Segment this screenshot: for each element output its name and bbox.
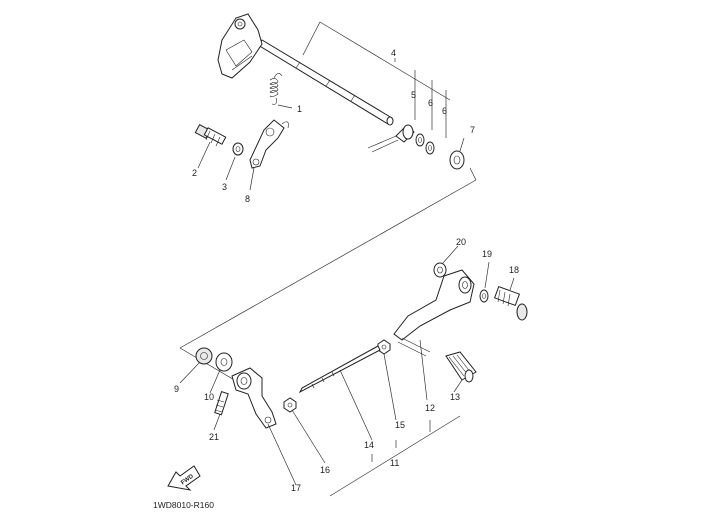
oil-seal-part-7 [449, 150, 465, 170]
callout-14: 14 [364, 440, 374, 450]
fwd-arrow-icon: FWD [167, 465, 201, 491]
washer-part-19 [479, 289, 489, 303]
callout-15: 15 [395, 420, 405, 430]
callout-13: 13 [450, 392, 460, 402]
callout-8: 8 [245, 194, 250, 204]
callout-11: 11 [390, 458, 399, 468]
callout-10: 10 [204, 392, 214, 402]
nut-part-15 [377, 339, 391, 355]
shift-arm-part-17 [231, 367, 277, 429]
callout-5: 5 [411, 90, 416, 100]
nut-part-16 [283, 397, 297, 413]
callout-1: 1 [297, 104, 302, 114]
callout-16: 16 [320, 465, 330, 475]
washers-part-6 [415, 133, 435, 155]
callout-3: 3 [222, 182, 227, 192]
callout-18: 18 [509, 265, 519, 275]
shift-shaft-assembly [217, 13, 394, 126]
callout-6a: 6 [428, 98, 433, 108]
washer-part-10 [215, 352, 233, 372]
bolt-part-18 [493, 285, 528, 321]
upper-leader-lines [179, 21, 477, 396]
spring-part-1 [269, 73, 283, 105]
bolt-part-2 [194, 123, 227, 147]
callout-20: 20 [456, 237, 466, 247]
collar-part-5 [367, 124, 415, 153]
callout-2: 2 [192, 168, 197, 178]
callout-19: 19 [482, 249, 492, 259]
bolt-part-21 [214, 390, 229, 416]
washer-part-20 [433, 262, 447, 278]
callout-7: 7 [470, 125, 475, 135]
footrest-rubber-part-13 [445, 351, 477, 383]
callout-4: 4 [391, 48, 396, 58]
collar-part-9 [195, 347, 213, 365]
shift-rod-part-14 [298, 345, 381, 394]
callout-6b: 6 [442, 106, 447, 116]
callout-17: 17 [291, 483, 301, 493]
callout-labels: 1 2 3 4 5 6 6 7 8 9 10 11 12 13 14 15 16… [174, 48, 519, 493]
callout-9: 9 [174, 384, 179, 394]
stopper-lever-part-8 [249, 119, 289, 169]
callout-21: 21 [209, 432, 219, 442]
callout-12: 12 [425, 403, 435, 413]
figure-code: 1WD8010-R160 [153, 500, 214, 510]
lower-leader-lines [179, 245, 515, 497]
washer-part-3 [232, 142, 244, 156]
shift-pedal-part-12 [393, 269, 475, 357]
